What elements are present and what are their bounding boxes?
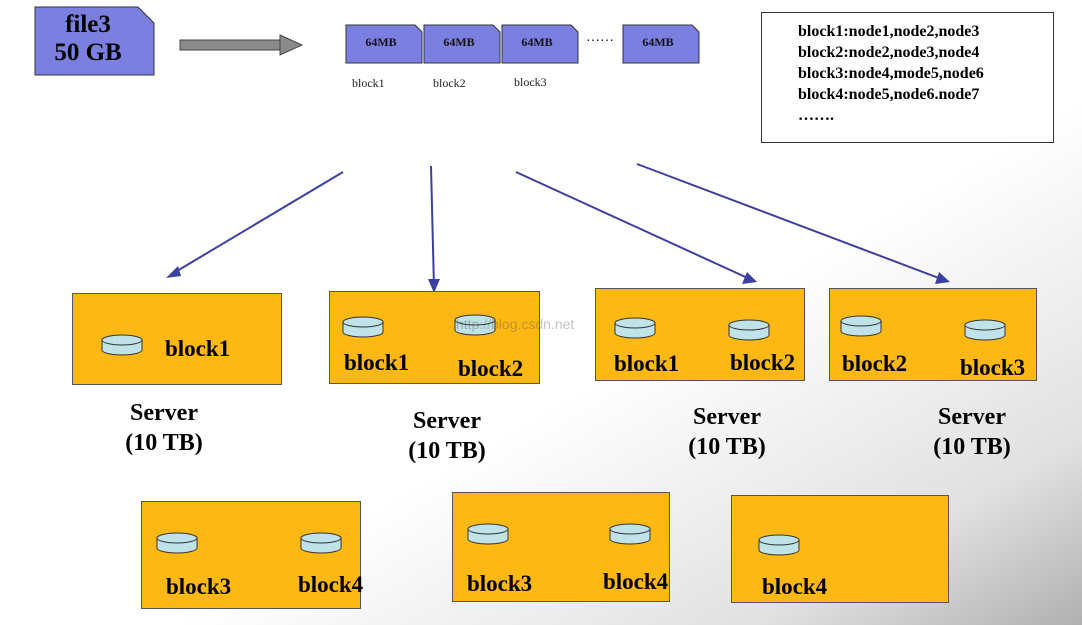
watermark: http://blog.csdn.net xyxy=(456,316,575,332)
server-3-block-2: block2 xyxy=(730,350,796,375)
distribution-arrow-4 xyxy=(636,163,945,281)
server-box-2: block1 block2 xyxy=(329,291,540,384)
chunk-2: 64MB xyxy=(423,24,501,64)
file-name: file3 xyxy=(65,11,111,38)
arrowhead-2 xyxy=(428,279,440,293)
arrowhead-4 xyxy=(935,272,950,284)
server-3-caption-title: Server xyxy=(693,404,761,430)
server-2-caption-title: Server xyxy=(413,408,481,434)
disk-icon xyxy=(342,316,384,338)
chunk-1-label: block1 xyxy=(352,76,385,90)
chunk-2-label: block2 xyxy=(433,76,466,90)
server-4-block-1: block2 xyxy=(842,351,908,376)
mapping-line-5: ……. xyxy=(798,107,834,124)
file-card-shape xyxy=(34,6,155,76)
disk-icon xyxy=(101,334,143,356)
mapping-line-1: block1:node1,node2,node3 xyxy=(798,23,980,40)
server-2-caption: Server (10 TB) xyxy=(377,406,517,466)
server-5-block-1: block3 xyxy=(166,574,232,599)
chunk-3: 64MB xyxy=(501,24,579,64)
server-4-caption-size: (10 TB) xyxy=(933,434,1011,460)
server-3-caption-size: (10 TB) xyxy=(688,434,766,460)
mapping-line-2: block2:node2,node3,node4 xyxy=(798,44,980,61)
server-box-4: block2 block3 xyxy=(829,288,1037,381)
server-1-block-1: block1 xyxy=(165,336,231,361)
server-4-caption: Server (10 TB) xyxy=(902,402,1042,462)
server-2-block-1: block1 xyxy=(344,350,410,375)
server-1-caption-size: (10 TB) xyxy=(125,430,203,456)
disk-icon xyxy=(728,319,770,341)
file-card: file3 50 GB xyxy=(34,6,156,76)
arrowhead-3 xyxy=(742,272,757,284)
disk-icon xyxy=(156,532,198,554)
arrowhead-1 xyxy=(166,266,181,278)
distribution-arrow-2 xyxy=(430,165,435,289)
mapping-line-4: block4:node5,node6.node7 xyxy=(798,86,980,103)
server-4-block-2: block3 xyxy=(960,355,1026,380)
chunk-2-size: 64MB xyxy=(443,35,475,49)
disk-icon xyxy=(467,523,509,545)
disk-icon xyxy=(964,319,1006,341)
server-box-1: block1 xyxy=(72,293,282,385)
block-node-mapping: block1:node1,node2,node3 block2:node2,no… xyxy=(761,12,1054,143)
server-box-5: block3 block4 xyxy=(141,501,364,609)
chunk-ellipsis: …… xyxy=(586,30,614,45)
file-size: 50 GB xyxy=(54,39,122,66)
server-5-block-2: block4 xyxy=(298,572,364,597)
chunk-4-size: 64MB xyxy=(642,35,674,49)
server-7-block-1: block4 xyxy=(762,574,828,599)
server-3-caption: Server (10 TB) xyxy=(657,402,797,462)
chunk-3-label: block3 xyxy=(514,75,547,89)
server-2-caption-size: (10 TB) xyxy=(408,438,486,464)
mapping-line-3: block3:node4,mode5,node6 xyxy=(798,65,984,82)
server-4-caption-title: Server xyxy=(938,404,1006,430)
disk-icon xyxy=(758,534,800,556)
server-3-block-1: block1 xyxy=(614,351,680,376)
disk-icon xyxy=(300,532,342,554)
server-box-6: block3 block4 xyxy=(452,492,670,602)
server-1-caption: Server (10 TB) xyxy=(94,398,234,458)
chunk-1-size: 64MB xyxy=(365,35,397,49)
server-box-3: block1 block2 xyxy=(595,288,805,381)
server-6-block-1: block3 xyxy=(467,571,533,596)
disk-icon xyxy=(609,523,651,545)
disk-icon xyxy=(614,317,656,339)
server-1-caption-title: Server xyxy=(130,400,198,426)
chunk-1: 64MB xyxy=(345,24,423,64)
chunk-4: 64MB xyxy=(622,24,700,64)
chunk-3-size: 64MB xyxy=(521,35,553,49)
distribution-arrow-3 xyxy=(515,171,753,281)
server-2-block-2: block2 xyxy=(458,356,524,381)
server-box-7: block4 xyxy=(731,495,949,603)
split-arrow xyxy=(179,34,304,56)
distribution-arrow-1 xyxy=(171,171,344,275)
server-6-block-2: block4 xyxy=(603,569,669,594)
disk-icon xyxy=(840,315,882,337)
disk-icon xyxy=(454,314,496,336)
